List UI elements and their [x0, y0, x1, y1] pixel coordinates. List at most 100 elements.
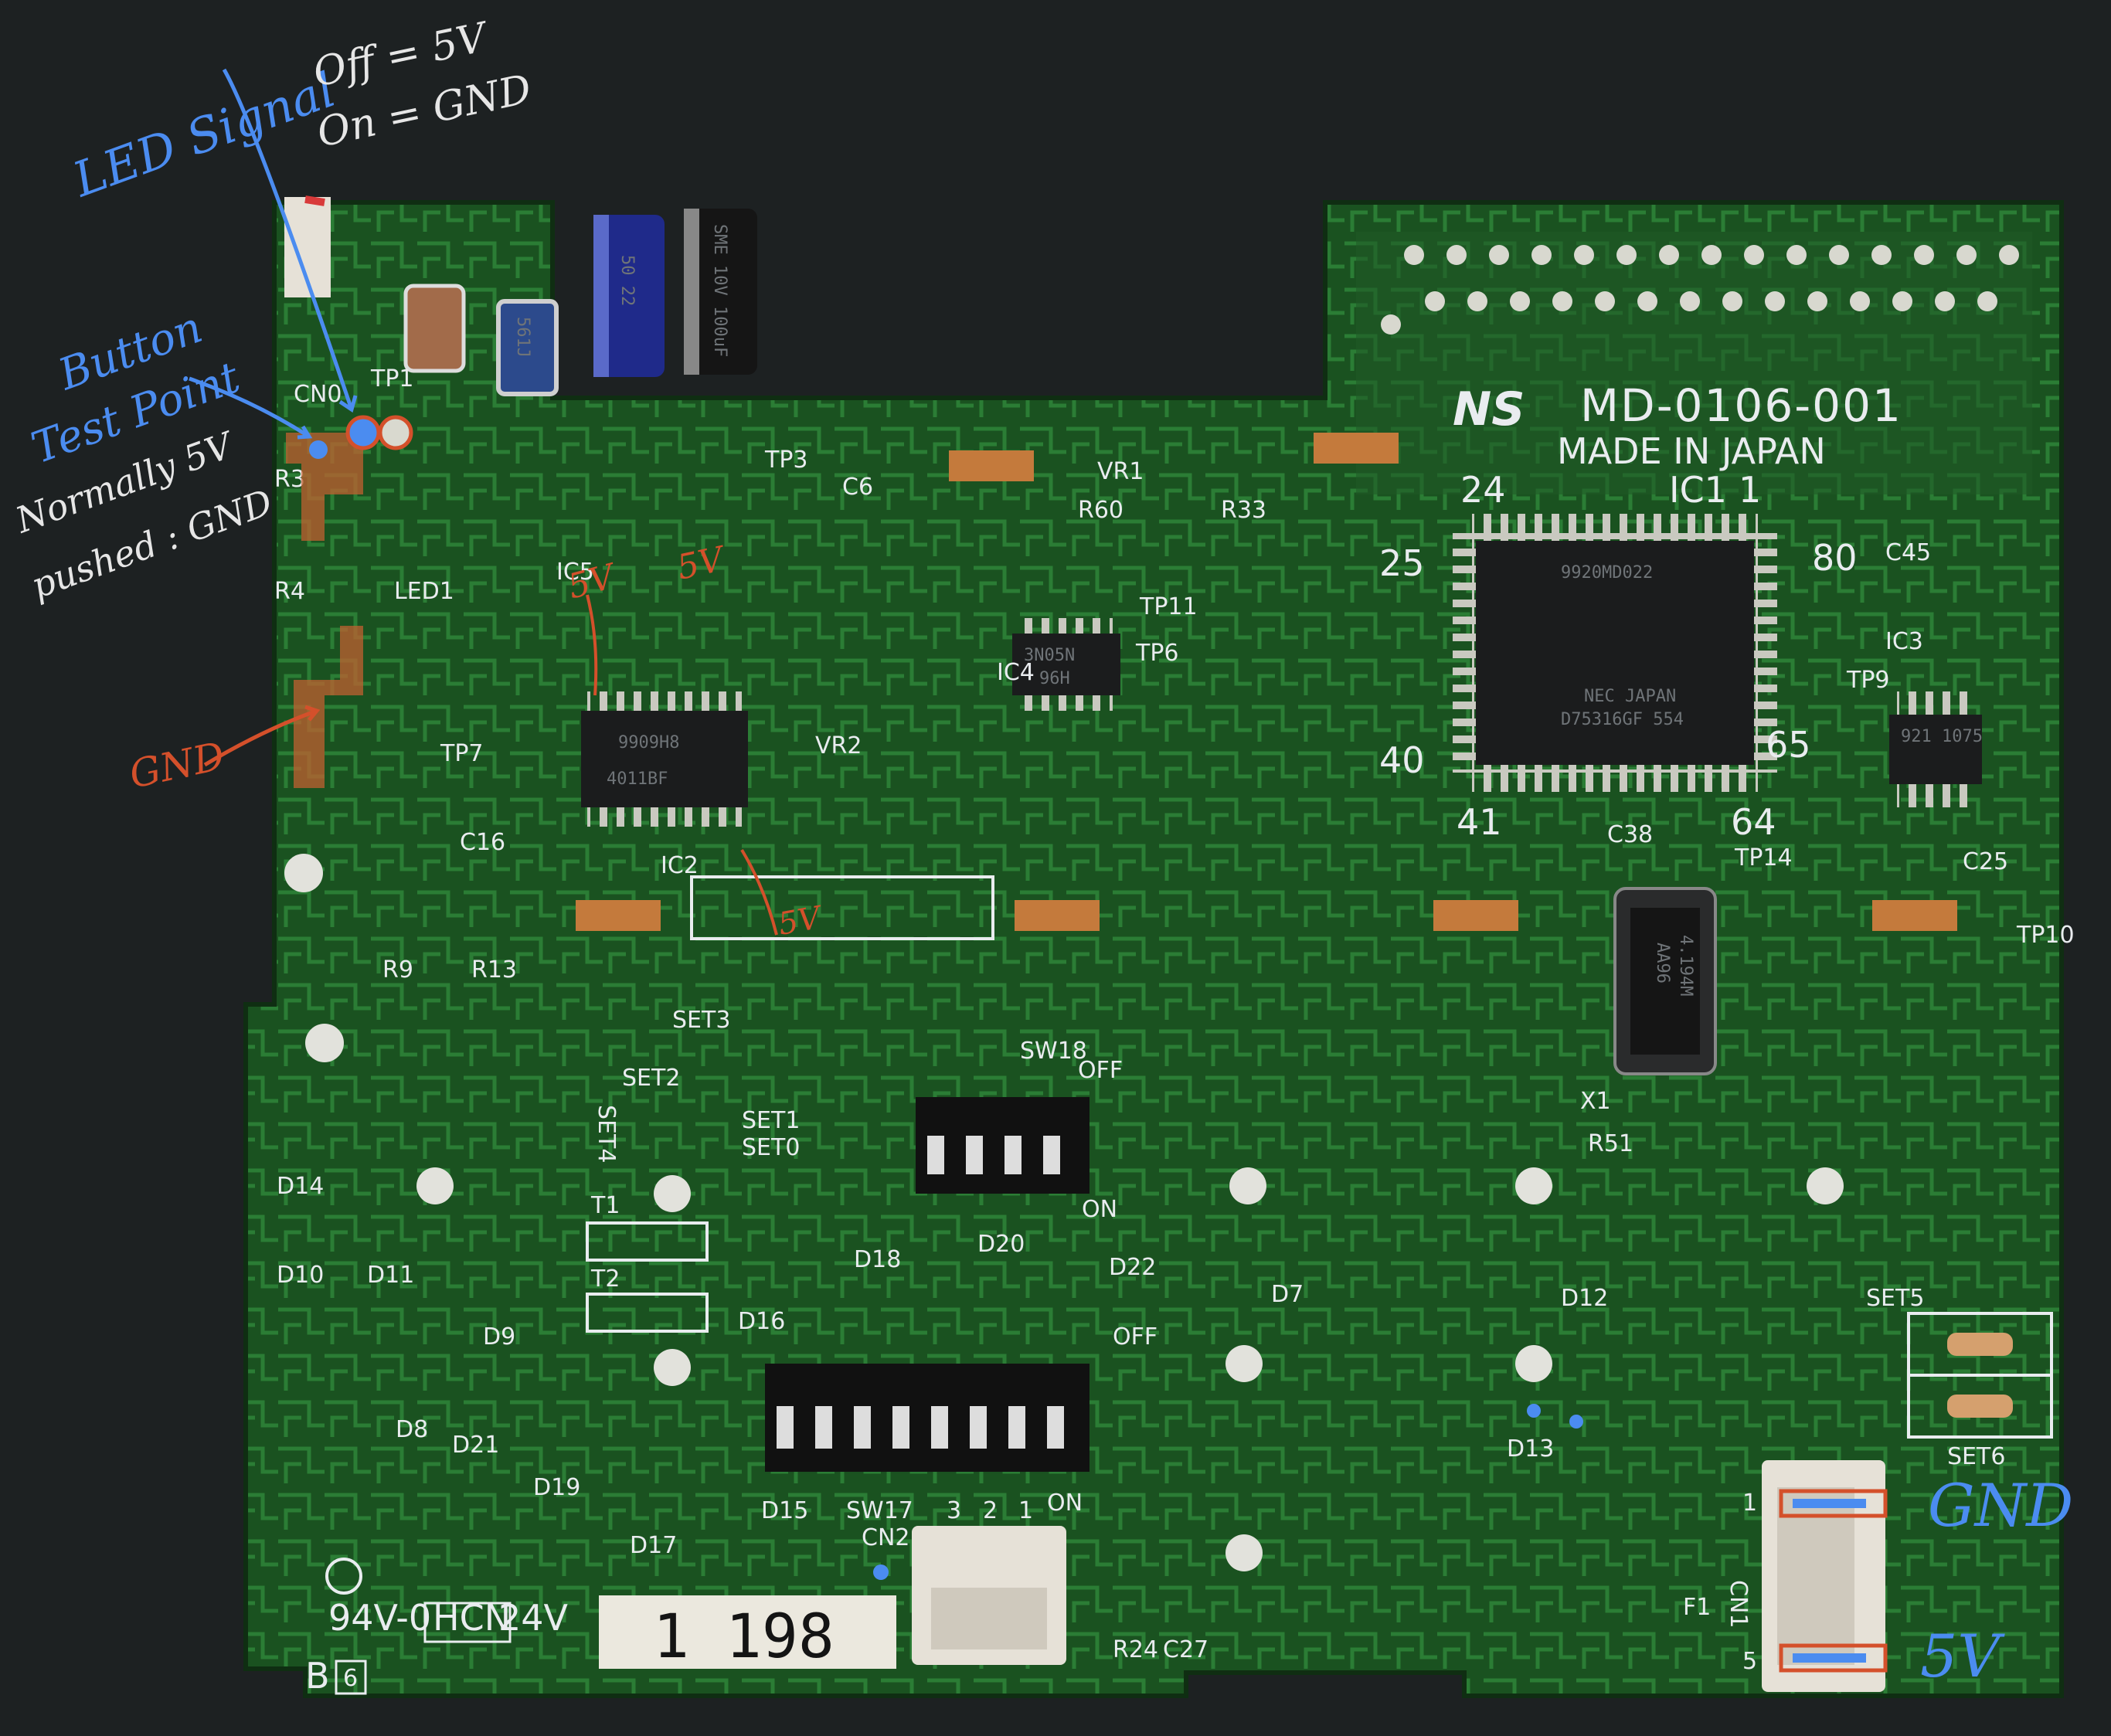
label-f1: F1 — [1683, 1594, 1711, 1621]
l1-marking: 561J — [513, 317, 532, 358]
annotation-5v-right: 5V — [1920, 1622, 2005, 1690]
label-r33: R33 — [1221, 497, 1266, 524]
ic3-marking: 921 1075 — [1901, 727, 1983, 746]
label-set5: SET5 — [1866, 1285, 1924, 1312]
label-dip-off: OFF — [1113, 1323, 1157, 1350]
ic1-microcontroller: 9920MD022 D75316GF 554 NEC JAPAN — [1453, 514, 1777, 792]
label-sw18: SW18 — [1020, 1038, 1087, 1065]
label-vr2: VR2 — [815, 732, 862, 759]
ic3-chip: 921 1075 — [1889, 691, 1983, 807]
crystal-x1: AA96 4.194M — [1613, 887, 1717, 1075]
revision: B — [305, 1655, 330, 1697]
label-x1: X1 — [1580, 1088, 1611, 1115]
label-pin1: 1 — [1739, 469, 1761, 511]
label-d10: D10 — [277, 1262, 324, 1289]
label-set1: SET1 — [742, 1107, 800, 1134]
mounting-holes — [284, 854, 1844, 1571]
label-tp9: TP9 — [1846, 667, 1890, 694]
jumper-t2 — [586, 1293, 709, 1333]
label-d8: D8 — [396, 1416, 428, 1443]
cap2-marking: SME 10V 100uF — [710, 224, 729, 357]
annotation-5v-3: 5V — [776, 899, 827, 942]
label-sw17: SW17 — [846, 1497, 913, 1524]
label-d21: D21 — [452, 1432, 499, 1459]
label-tp1: TP1 — [370, 365, 414, 392]
resistor-set6 — [1907, 1374, 2053, 1439]
label-pin80: 80 — [1812, 537, 1858, 579]
label-r24: R24 — [1113, 1636, 1158, 1663]
ic2-marking-1: 9909H8 — [618, 733, 679, 752]
label-c25: C25 — [1963, 848, 2008, 875]
label-set4: SET4 — [593, 1105, 620, 1163]
label-tp11: TP11 — [1139, 593, 1198, 620]
ic2-marking-2: 4011BF — [607, 769, 668, 789]
label-c6: C6 — [842, 474, 873, 501]
label-sw18-on: ON — [1082, 1196, 1117, 1223]
ul-rating: 94V-0 — [328, 1597, 431, 1639]
label-d13: D13 — [1507, 1435, 1554, 1463]
label-d12: D12 — [1561, 1285, 1608, 1312]
silkscreen: MD-0106-001 MADE IN JAPAN NS IC1 24 1 25… — [274, 365, 2075, 1697]
label-tp10: TP10 — [2016, 922, 2075, 949]
label-sw17-on: ON — [1047, 1490, 1083, 1517]
x1-marking-2: 4.194M — [1676, 935, 1695, 996]
label-r51: R51 — [1588, 1130, 1633, 1157]
label-r13: R13 — [471, 956, 517, 984]
label-pin41: 41 — [1457, 801, 1502, 843]
label-set2: SET2 — [622, 1065, 680, 1092]
label-pin64: 64 — [1731, 801, 1776, 843]
logo: NS — [1453, 382, 1525, 437]
label-tp6: TP6 — [1135, 640, 1179, 667]
label-ic5: IC5 — [556, 559, 594, 586]
annotation-gnd-right: GND — [1928, 1471, 2073, 1540]
ic4-marking-1: 3N05N — [1024, 646, 1075, 665]
label-vr1: VR1 — [1097, 458, 1144, 485]
revision-box: 6 — [343, 1665, 358, 1692]
label-pin25: 25 — [1379, 542, 1425, 584]
label-d14: D14 — [277, 1173, 324, 1200]
ic4-marking-2: 96H — [1039, 669, 1070, 688]
label-set6: SET6 — [1947, 1443, 2005, 1470]
label-d7: D7 — [1271, 1281, 1304, 1308]
edge-connector-pins — [1381, 245, 2019, 335]
ceramic-capacitor — [403, 284, 466, 373]
inductor-l1: 561J — [496, 299, 559, 396]
dip-switch-sw18 — [916, 1097, 1089, 1194]
ic1-marking-3: NEC JAPAN — [1584, 687, 1676, 706]
label-sw17-2: 2 — [983, 1497, 998, 1524]
serial-number: 1 198 — [653, 1602, 835, 1672]
label-cn1: CN1 — [1725, 1580, 1752, 1628]
label-pin40: 40 — [1379, 739, 1425, 781]
annotation-gnd-left: GND — [125, 733, 228, 797]
connector-cn2 — [912, 1526, 1066, 1665]
label-d22: D22 — [1109, 1254, 1156, 1281]
label-d20: D20 — [977, 1231, 1025, 1258]
label-d16: D16 — [738, 1308, 785, 1335]
part-number: MD-0106-001 — [1580, 379, 1902, 432]
label-t1: T1 — [590, 1192, 620, 1219]
label-c27: C27 — [1163, 1636, 1208, 1663]
ic4-chip: 3N05N 96H — [1012, 618, 1120, 711]
annotation-led-signal: LED Signal — [65, 61, 342, 208]
label-d15: D15 — [761, 1497, 808, 1524]
ic1-marking-2: D75316GF 554 — [1561, 710, 1684, 729]
ic1-marking-1: 9920MD022 — [1561, 563, 1653, 583]
label-c45: C45 — [1885, 539, 1931, 566]
label-ic4: IC4 — [997, 659, 1035, 686]
label-d19: D19 — [533, 1474, 580, 1501]
label-led1: LED1 — [394, 578, 454, 605]
label-ic3: IC3 — [1885, 628, 1923, 655]
copper-pads — [576, 433, 1957, 931]
voltage-rating: 24V — [498, 1597, 569, 1639]
label-r60: R60 — [1078, 497, 1123, 524]
label-ic2: IC2 — [661, 852, 699, 879]
label-r9: R9 — [382, 956, 413, 984]
label-set0: SET0 — [742, 1134, 800, 1161]
label-sw17-1: 1 — [1018, 1497, 1033, 1524]
label-set3: SET3 — [672, 1007, 730, 1034]
capacitor-black: SME 10V 100uF — [684, 209, 757, 375]
label-c38: C38 — [1607, 821, 1653, 848]
label-cn0: CN0 — [294, 381, 342, 408]
header-grid — [690, 875, 994, 940]
